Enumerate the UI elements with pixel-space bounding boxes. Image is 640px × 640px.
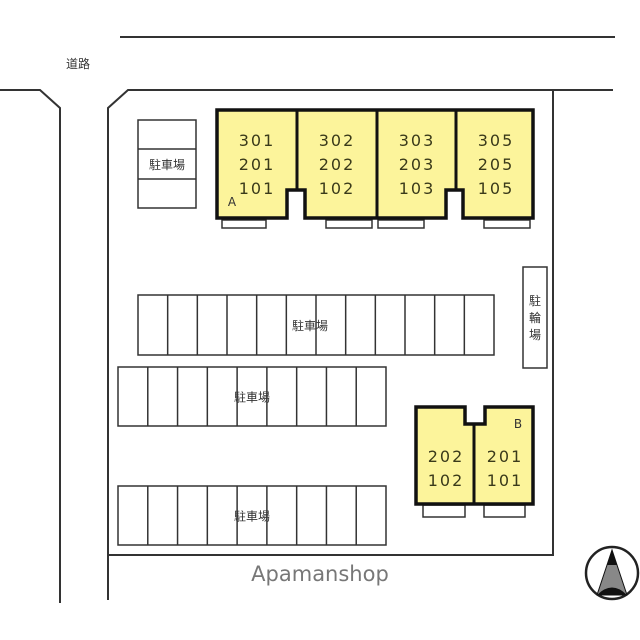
building-a: A 301 201 101 302 202 102 303 203 103 305 205 105 [215, 108, 535, 229]
unit-number: 305 [478, 131, 515, 150]
building-a-label: A [228, 195, 237, 209]
unit-number: 201 [239, 155, 276, 174]
unit-number: 101 [487, 471, 524, 490]
svg-text:駐: 駐 [529, 293, 541, 308]
unit-number: 301 [239, 131, 276, 150]
road-edge-left [0, 89, 61, 603]
property-boundary-right-bottom [108, 90, 554, 556]
unit-number: 103 [399, 179, 436, 198]
watermark: Apamanshop [251, 562, 389, 586]
parking-row: 駐車場 [117, 366, 387, 427]
parking-label: 駐車場 [292, 318, 328, 333]
unit-number: 203 [399, 155, 436, 174]
north-arrow-icon [584, 545, 640, 601]
unit-number: 205 [478, 155, 515, 174]
unit-number: 105 [478, 179, 515, 198]
unit-number: 303 [399, 131, 436, 150]
unit-number: 202 [319, 155, 356, 174]
parking-row: 駐車場 [137, 294, 495, 356]
unit-number: 201 [487, 447, 524, 466]
unit-a-4: 305 205 105 [478, 131, 515, 198]
unit-number: 101 [239, 179, 276, 198]
unit-number: 302 [319, 131, 356, 150]
property-boundary-top-left [107, 89, 613, 600]
unit-a-3: 303 203 103 [399, 131, 436, 198]
unit-a-2: 302 202 102 [319, 131, 356, 198]
bicycle-parking: 駐 輪 場 [522, 266, 548, 369]
parking-label: 駐車場 [234, 390, 270, 405]
svg-text:場: 場 [529, 328, 541, 342]
unit-a-1: 301 201 101 [239, 131, 276, 198]
building-b-label: B [514, 417, 522, 431]
parking-label: 駐車場 [234, 509, 270, 524]
parking-top-left: 駐車場 [137, 119, 197, 209]
parking-label: 駐車場 [149, 157, 185, 172]
road-label: 道路 [66, 56, 90, 71]
unit-number: 102 [428, 471, 465, 490]
parking-row: 駐車場 [117, 485, 387, 546]
svg-text:輪: 輪 [529, 310, 541, 325]
unit-number: 202 [428, 447, 465, 466]
unit-number: 102 [319, 179, 356, 198]
